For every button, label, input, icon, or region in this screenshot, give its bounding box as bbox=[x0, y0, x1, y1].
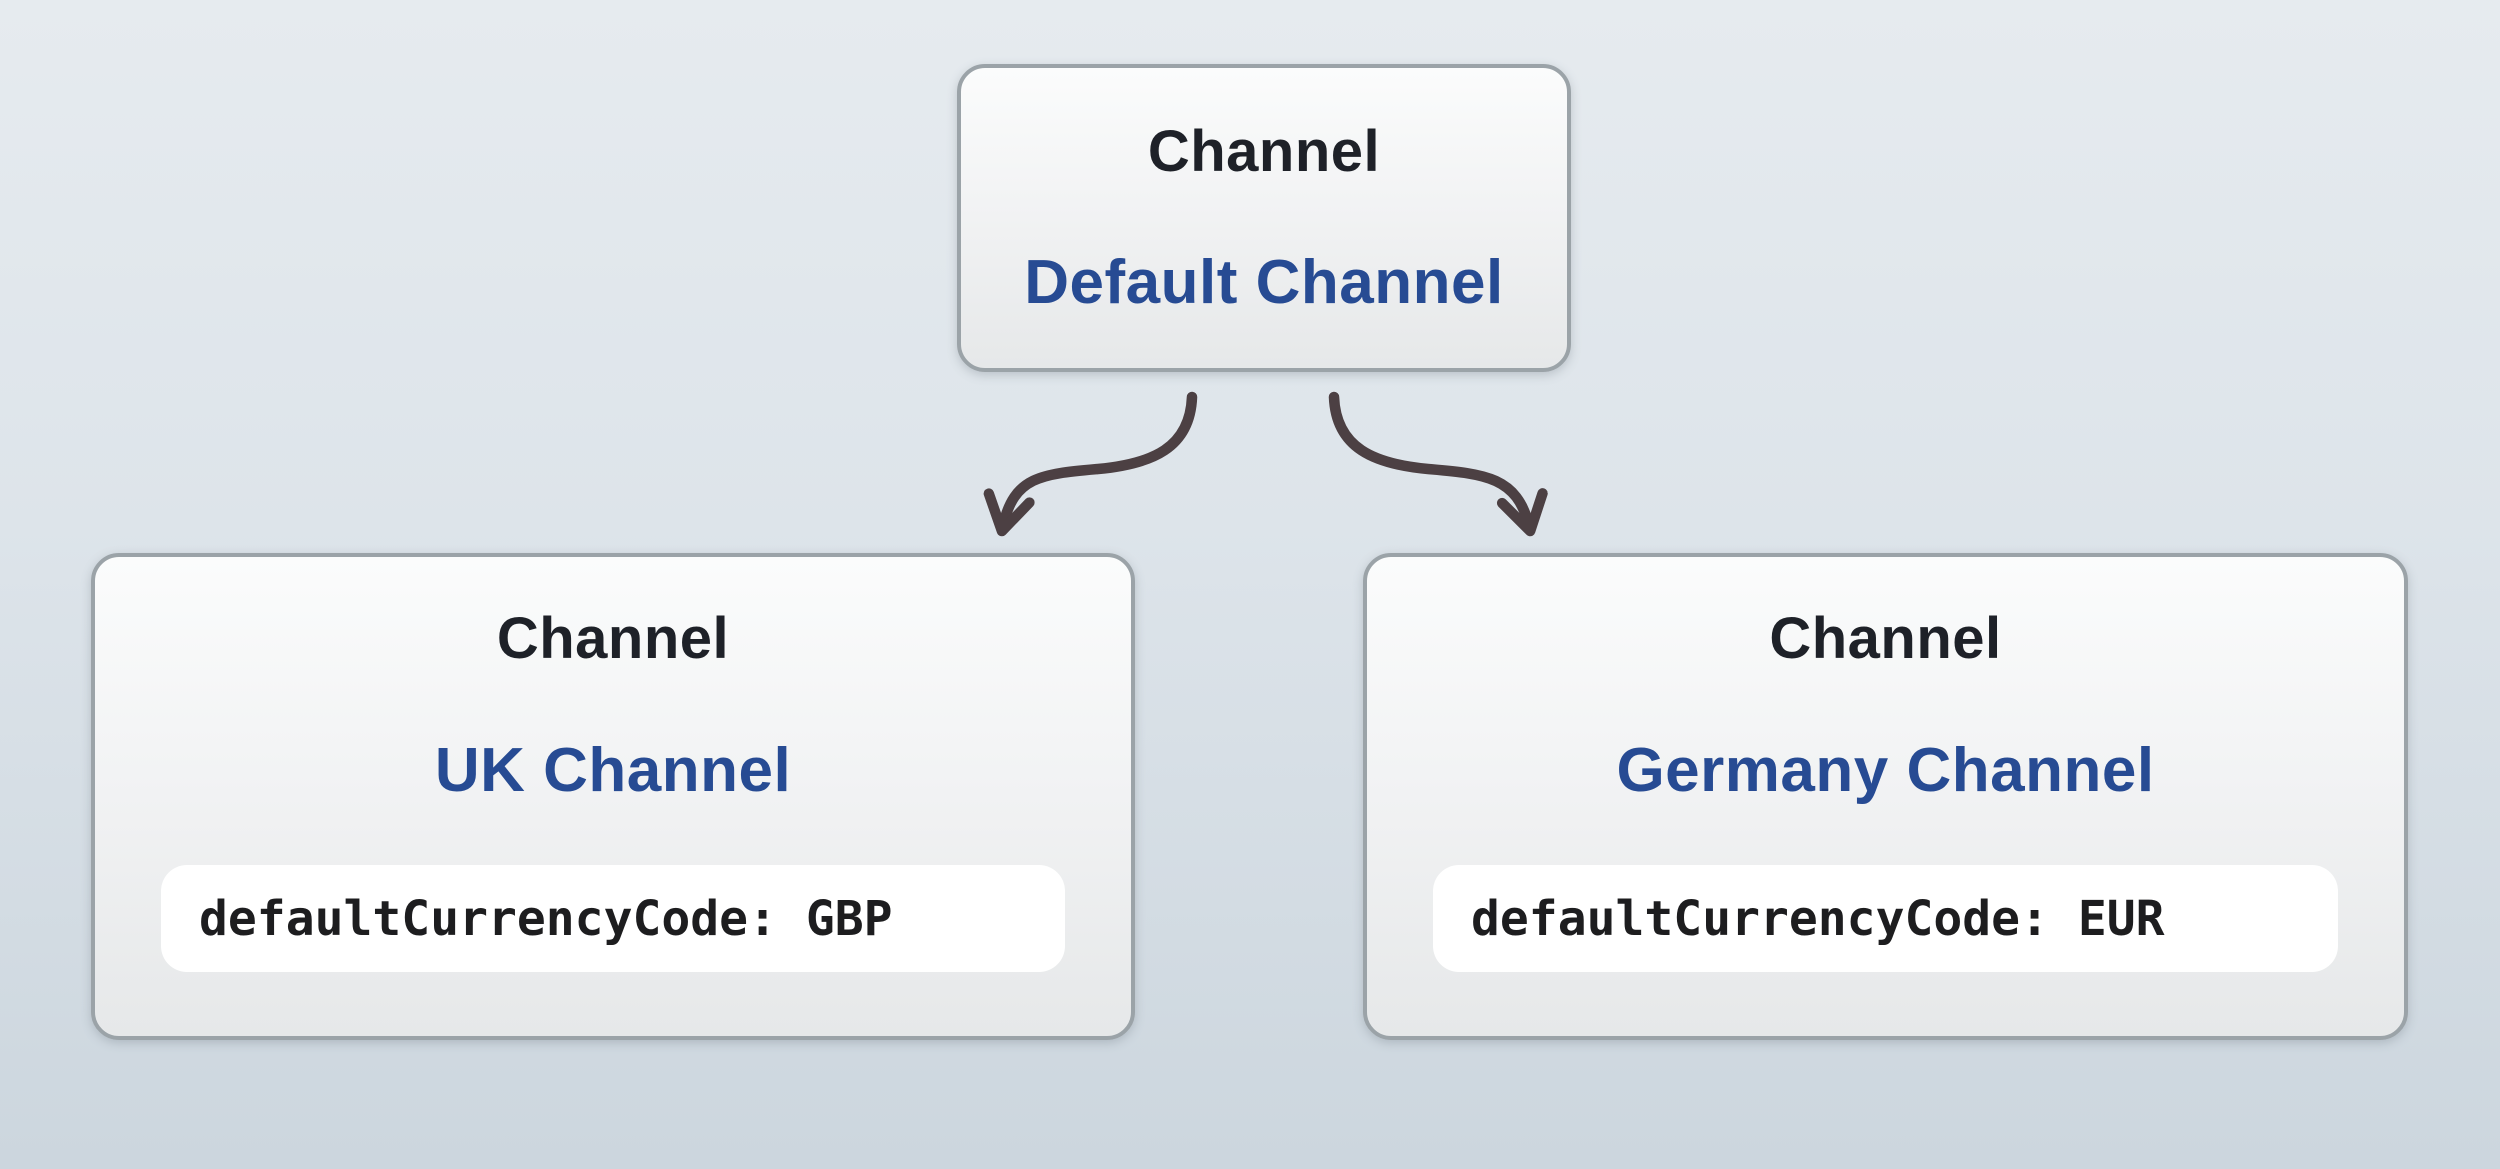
node-name-label: UK Channel bbox=[434, 736, 792, 805]
node-type-label: Channel bbox=[496, 606, 730, 671]
arrow-root-to-germany-channel bbox=[1328, 391, 1548, 537]
attribute-code-text: defaultCurrencyCode: GBP bbox=[199, 890, 893, 947]
node-default-channel: Channel Default Channel bbox=[957, 64, 1571, 372]
attribute-code-text: defaultCurrencyCode: EUR bbox=[1471, 890, 2165, 947]
node-type-label: Channel bbox=[1769, 606, 2002, 671]
arrow-root-to-uk-channel bbox=[983, 391, 1198, 537]
node-germany-channel: Channel Germany Channel defaultCurrencyC… bbox=[1363, 553, 2408, 1040]
node-type-label: Channel bbox=[1147, 119, 1381, 184]
node-name-label: Default Channel bbox=[1024, 248, 1504, 317]
attribute-pill: defaultCurrencyCode: GBP bbox=[161, 865, 1065, 972]
node-uk-channel: Channel UK Channel defaultCurrencyCode: … bbox=[91, 553, 1135, 1040]
node-name-label: Germany Channel bbox=[1616, 736, 2155, 805]
attribute-pill: defaultCurrencyCode: EUR bbox=[1433, 865, 2338, 972]
